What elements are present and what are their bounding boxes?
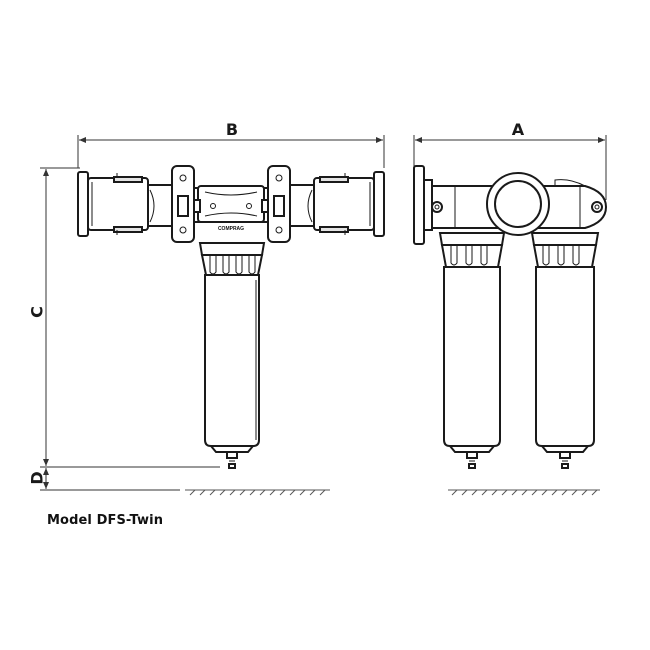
inlet-flange-left	[77, 171, 149, 237]
outlet-flange-right	[313, 171, 385, 237]
side-view: A	[413, 120, 608, 496]
model-caption: Model DFS-Twin	[47, 513, 164, 528]
dimension-b: B	[77, 120, 385, 168]
filter-head-side-left	[438, 232, 506, 268]
drain-valve-side-left	[466, 451, 478, 469]
filter-head-side-right	[530, 232, 600, 268]
mounting-bracket-left	[171, 165, 195, 243]
brand-logo: COMPRAG	[218, 226, 244, 232]
filter-bowl-front	[204, 274, 260, 453]
dimension-d-label: D	[28, 471, 47, 484]
dimension-c-label: C	[28, 306, 47, 318]
mounting-bracket-right	[267, 165, 291, 243]
drain-valve-side-right	[559, 451, 571, 469]
dimension-a-label: A	[512, 120, 525, 139]
dimension-a: A	[413, 120, 607, 200]
dimension-c: C	[28, 167, 220, 468]
ground-line-front	[185, 489, 330, 496]
port-ring-side	[486, 172, 550, 236]
drain-valve-front	[226, 451, 238, 469]
dimension-d: D	[28, 468, 180, 491]
dimension-b-label: B	[226, 120, 238, 139]
filter-bowl-side-left	[443, 266, 501, 453]
filter-bowl-side-right	[535, 266, 595, 453]
central-coupling: COMPRAG	[193, 185, 269, 232]
front-view: B C D	[28, 120, 385, 496]
filter-head-front	[198, 242, 266, 276]
ground-line-side	[448, 489, 600, 496]
wall-flange-side	[413, 165, 433, 245]
